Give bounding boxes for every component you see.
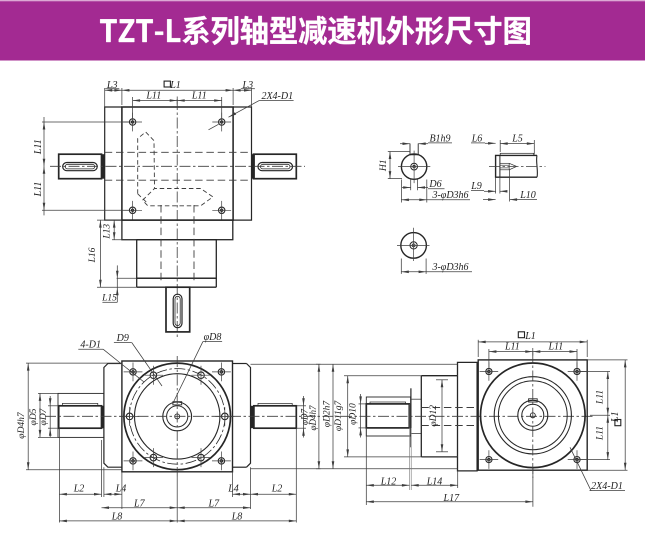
svg-text:L17: L17 (443, 493, 461, 504)
svg-text:L3: L3 (242, 80, 254, 91)
svg-text:L11: L11 (596, 390, 606, 405)
svg-text:3-φD3h6: 3-φD3h6 (431, 262, 468, 273)
svg-text:3-φD3h6: 3-φD3h6 (431, 190, 468, 201)
svg-text:D9: D9 (116, 333, 129, 344)
svg-text:L8: L8 (111, 512, 123, 523)
svg-text:L6: L6 (471, 134, 483, 145)
svg-text:2X4-D1: 2X4-D1 (261, 91, 293, 102)
svg-text:L1: L1 (610, 412, 621, 424)
svg-text:L13: L13 (102, 224, 112, 240)
svg-text:4-D1: 4-D1 (80, 340, 101, 351)
svg-text:L16: L16 (88, 247, 98, 263)
svg-text:φD7: φD7 (39, 407, 49, 425)
svg-text:L15: L15 (101, 293, 117, 303)
svg-text:B1h9: B1h9 (429, 133, 450, 144)
svg-text:L10: L10 (519, 190, 536, 201)
svg-text:L11: L11 (191, 90, 207, 101)
svg-text:L4: L4 (227, 484, 239, 495)
svg-text:φD12: φD12 (429, 405, 439, 427)
svg-text:L9: L9 (470, 181, 482, 192)
svg-text:L5: L5 (511, 134, 523, 145)
svg-text:H1: H1 (379, 159, 389, 172)
svg-text:L3: L3 (106, 80, 118, 91)
svg-text:D6: D6 (428, 179, 441, 190)
svg-text:φD4h7: φD4h7 (308, 405, 318, 430)
svg-text:φD8: φD8 (204, 332, 222, 343)
svg-text:φD5: φD5 (29, 408, 39, 425)
svg-text:L12: L12 (380, 476, 397, 487)
svg-text:φD2h7: φD2h7 (323, 400, 333, 428)
svg-text:L14: L14 (426, 476, 443, 487)
svg-text:L11: L11 (596, 426, 606, 441)
svg-text:φD11g7: φD11g7 (334, 399, 344, 431)
svg-text:L8: L8 (231, 512, 243, 523)
svg-text:2X4-D1: 2X4-D1 (591, 481, 623, 492)
svg-text:L11: L11 (547, 341, 563, 352)
svg-text:L11: L11 (33, 139, 44, 155)
svg-text:L7: L7 (208, 498, 221, 509)
svg-text:L4: L4 (115, 484, 127, 495)
svg-text:φD4h7: φD4h7 (17, 411, 27, 439)
svg-text:L1: L1 (169, 80, 181, 91)
svg-text:L7: L7 (133, 498, 146, 509)
svg-text:L11: L11 (504, 341, 520, 352)
svg-text:L2: L2 (73, 484, 85, 495)
svg-text:L11: L11 (145, 90, 161, 101)
svg-text:φD7: φD7 (299, 409, 309, 425)
svg-text:L1: L1 (524, 331, 536, 342)
svg-text:L11: L11 (33, 182, 44, 198)
svg-text:L2: L2 (271, 484, 283, 495)
svg-text:φD10: φD10 (349, 403, 359, 425)
